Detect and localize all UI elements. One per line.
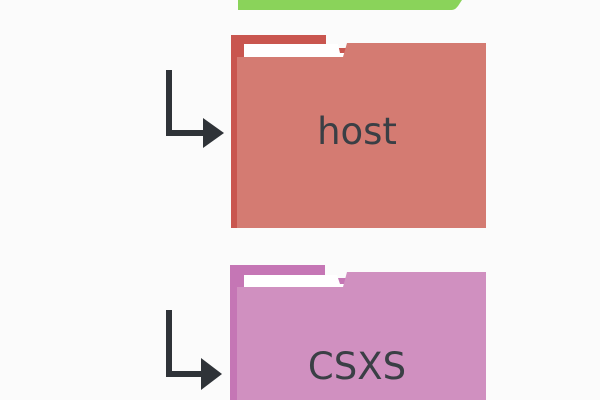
top-folder-partial: [238, 0, 462, 10]
connector-host: [166, 70, 224, 148]
csxs-folder-front: [237, 272, 486, 400]
connector-csxs: [166, 310, 222, 390]
top-folder-bottom-edge: [238, 0, 462, 10]
folder-csxs: CSXS: [230, 265, 486, 400]
csxs-arrowhead-icon: [201, 358, 222, 390]
host-arrowhead-icon: [203, 118, 224, 148]
host-folder-front: [237, 43, 486, 228]
folder-host: host: [231, 35, 486, 228]
host-arrow-stem-icon: [166, 70, 203, 136]
host-folder-label: host: [317, 110, 397, 153]
csxs-arrow-stem-icon: [166, 310, 201, 377]
csxs-folder-label: CSXS: [308, 345, 406, 388]
